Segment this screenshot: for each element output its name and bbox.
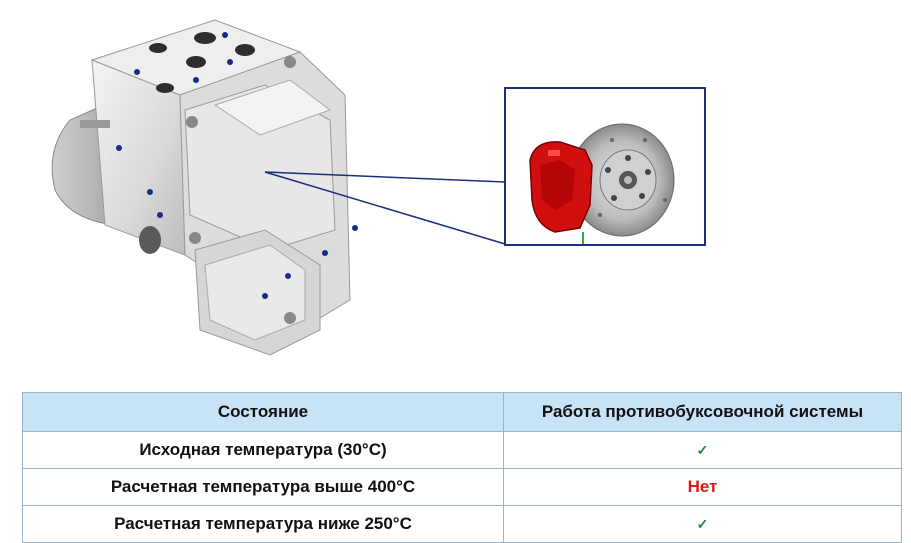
condition-cell: Расчетная температура выше 400°C	[22, 468, 504, 506]
header-condition: Состояние	[22, 392, 504, 432]
table-row: Расчетная температура ниже 250°C ✓	[22, 505, 902, 543]
header-traction-control: Работа противобуксовочной системы	[503, 392, 902, 432]
status-text: Нет	[687, 477, 718, 496]
brake-caliper-illustration	[529, 141, 593, 244]
status-cell: ✓	[503, 431, 902, 469]
table-row: Расчетная температура выше 400°C Нет	[22, 468, 902, 506]
status-cell: ✓	[503, 505, 902, 543]
check-icon: ✓	[696, 516, 709, 532]
condition-cell: Исходная температура (30°C)	[22, 431, 504, 469]
status-cell: Нет	[503, 468, 902, 506]
check-icon: ✓	[696, 442, 709, 458]
table-header-row: Состояние Работа противобуксовочной сист…	[22, 392, 902, 432]
table-row: Исходная температура (30°C) ✓	[22, 431, 902, 469]
hydraulic-unit	[51, 19, 358, 356]
abs-unit-illustration	[51, 19, 706, 356]
traction-control-status-table: Состояние Работа противобуксовочной сист…	[22, 392, 902, 543]
brake-disc-illustration	[569, 123, 675, 237]
condition-cell: Расчетная температура ниже 250°C	[22, 505, 504, 543]
